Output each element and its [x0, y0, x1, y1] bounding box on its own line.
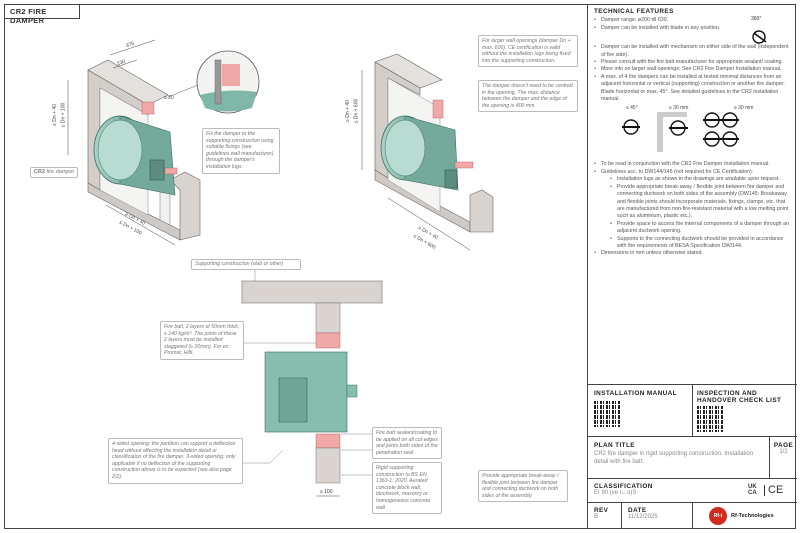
installation-manual-label: INSTALLATION MANUAL	[594, 390, 677, 397]
view2-dimension-lines	[361, 70, 471, 251]
breakaway-note: Provide appropriate break-away / flexibl…	[478, 470, 568, 503]
plan-title-label: PLAN TITLE	[594, 442, 635, 449]
sealant-note: Fire batt sealant/coating to be applied …	[372, 427, 442, 460]
info-panel: TECHNICAL FEATURES 360° Damper range: ø2…	[587, 4, 797, 529]
v2-dim-height-max: ≤ Dn + 600	[353, 98, 360, 124]
inspection-checklist-block[interactable]: INSPECTION AND HANDOVER CHECK LIST	[697, 390, 795, 432]
sub-feature-item: Provide appropriate break-away / flexibl…	[610, 184, 791, 221]
damper-label-model: CR2	[34, 169, 46, 175]
view1-dimension-lines	[67, 39, 176, 246]
feature-item: Damper range: ø200 till 630.	[594, 17, 791, 25]
feature-item: A max. of 4 fire dampers can be installe…	[594, 74, 791, 104]
sheet-frame	[4, 4, 796, 529]
feature-item: Damper can be installed with mechanism o…	[594, 44, 791, 59]
sub-feature-item: Installation lugs as shown in the drawin…	[610, 176, 791, 184]
v2-dim-height-min: ≥ Dn + 40	[344, 100, 351, 122]
feature-item: Guidelines acc. to DW144/145 (not requir…	[594, 169, 791, 177]
plan-title: CR2 fire damper in rigid supporting cons…	[594, 451, 754, 465]
qr-section: INSTALLATION MANUAL INSPECTION AND HANDO…	[588, 385, 797, 437]
dim-height-max: ≤ Dn + 100	[60, 102, 67, 128]
feature-item: More info on larger wall openings: See C…	[594, 66, 791, 74]
page-label: PAGE	[773, 442, 794, 449]
distance-label-2: ≥ 30 mm	[734, 105, 754, 112]
dim-wall-thickness: ≥ 100	[320, 489, 333, 495]
ce-mark: CE	[764, 485, 783, 496]
technical-features-title: TECHNICAL FEATURES	[594, 8, 674, 15]
fire-batt-note: Fire batt, 2 layers of 50mm thick, ≥ 140…	[160, 321, 244, 360]
date-value: 11/12/2025	[628, 514, 658, 520]
fix-damper-note: Fix the damper to the supporting constru…	[202, 128, 280, 174]
flame-logo-icon: Rf-t	[709, 507, 727, 525]
classification-value: EI 90 (ve i↔o)S	[594, 490, 637, 496]
view1-detail-circle	[167, 50, 260, 114]
rev-label: REV	[594, 507, 609, 514]
distance-label-1: ≥ 30 mm	[669, 105, 689, 112]
feature-item: Damper can be installed with blade in an…	[594, 25, 791, 33]
ukca-top: UK	[748, 484, 757, 490]
view2-damper	[380, 99, 474, 191]
rev-value: B	[594, 514, 599, 520]
inspection-checklist-qr[interactable]	[697, 406, 723, 432]
technical-drawing	[67, 39, 494, 497]
ukca-bottom: CA	[748, 490, 757, 496]
view1-damper	[93, 101, 178, 196]
feature-item: Please consult with the fire batt manufa…	[594, 59, 791, 67]
company-logo: Rf-t Rf-Technologies	[692, 503, 797, 529]
sheet-title: CR2 FIRE DAMPER	[4, 4, 80, 25]
revision-section: REV B DATE 11/12/2025 Rf-t Rf-Technologi…	[588, 503, 797, 529]
page-number: 1/2	[779, 449, 788, 455]
rigid-construction-note: Rigid supporting construction to BS EN 1…	[372, 462, 442, 515]
feature-item: Dimensions in mm unless otherwise stated…	[594, 250, 791, 258]
supporting-construction-label: Supporting construction (slab or other)	[191, 259, 301, 270]
date-label: DATE	[628, 507, 647, 514]
classification-label: CLASSIFICATION	[594, 483, 653, 490]
inspection-checklist-label: INSPECTION AND HANDOVER CHECK LIST	[697, 390, 782, 404]
installation-manual-block[interactable]: INSTALLATION MANUAL	[594, 390, 689, 427]
section-view	[241, 266, 383, 497]
opening-note: 4-sided opening: the partition can suppo…	[108, 438, 243, 484]
angle-label: ≤ 45°	[626, 105, 638, 112]
installation-manual-qr[interactable]	[594, 401, 620, 427]
sub-feature-item: Provide space to access the internal com…	[610, 221, 791, 236]
company-name: Rf-Technologies	[731, 513, 774, 519]
damper-label: CR2 fire damper	[30, 167, 79, 178]
larger-openings-note: For larger wall openings (damper Dn + ma…	[478, 35, 578, 68]
spacing-diagrams: ≤ 45° ≥ 30 mm ≥ 30 mm	[594, 103, 791, 161]
feature-item: To be read in conjunction with the CR2 F…	[594, 161, 791, 169]
sub-feature-item: Supports to the connecting ductwork shou…	[610, 236, 791, 251]
plan-title-section: PLAN TITLE CR2 fire damper in rigid supp…	[588, 437, 797, 479]
dim-gap: ≥ 20	[164, 95, 174, 101]
technical-features: TECHNICAL FEATURES 360° Damper range: ø2…	[588, 4, 797, 385]
damper-label-text: fire damper	[46, 169, 75, 175]
dim-height-min: ≥ Dn + 40	[51, 104, 58, 126]
spacing-diagram-icon	[622, 112, 739, 153]
centering-note: The damper doesn't need to be centred in…	[478, 80, 578, 113]
